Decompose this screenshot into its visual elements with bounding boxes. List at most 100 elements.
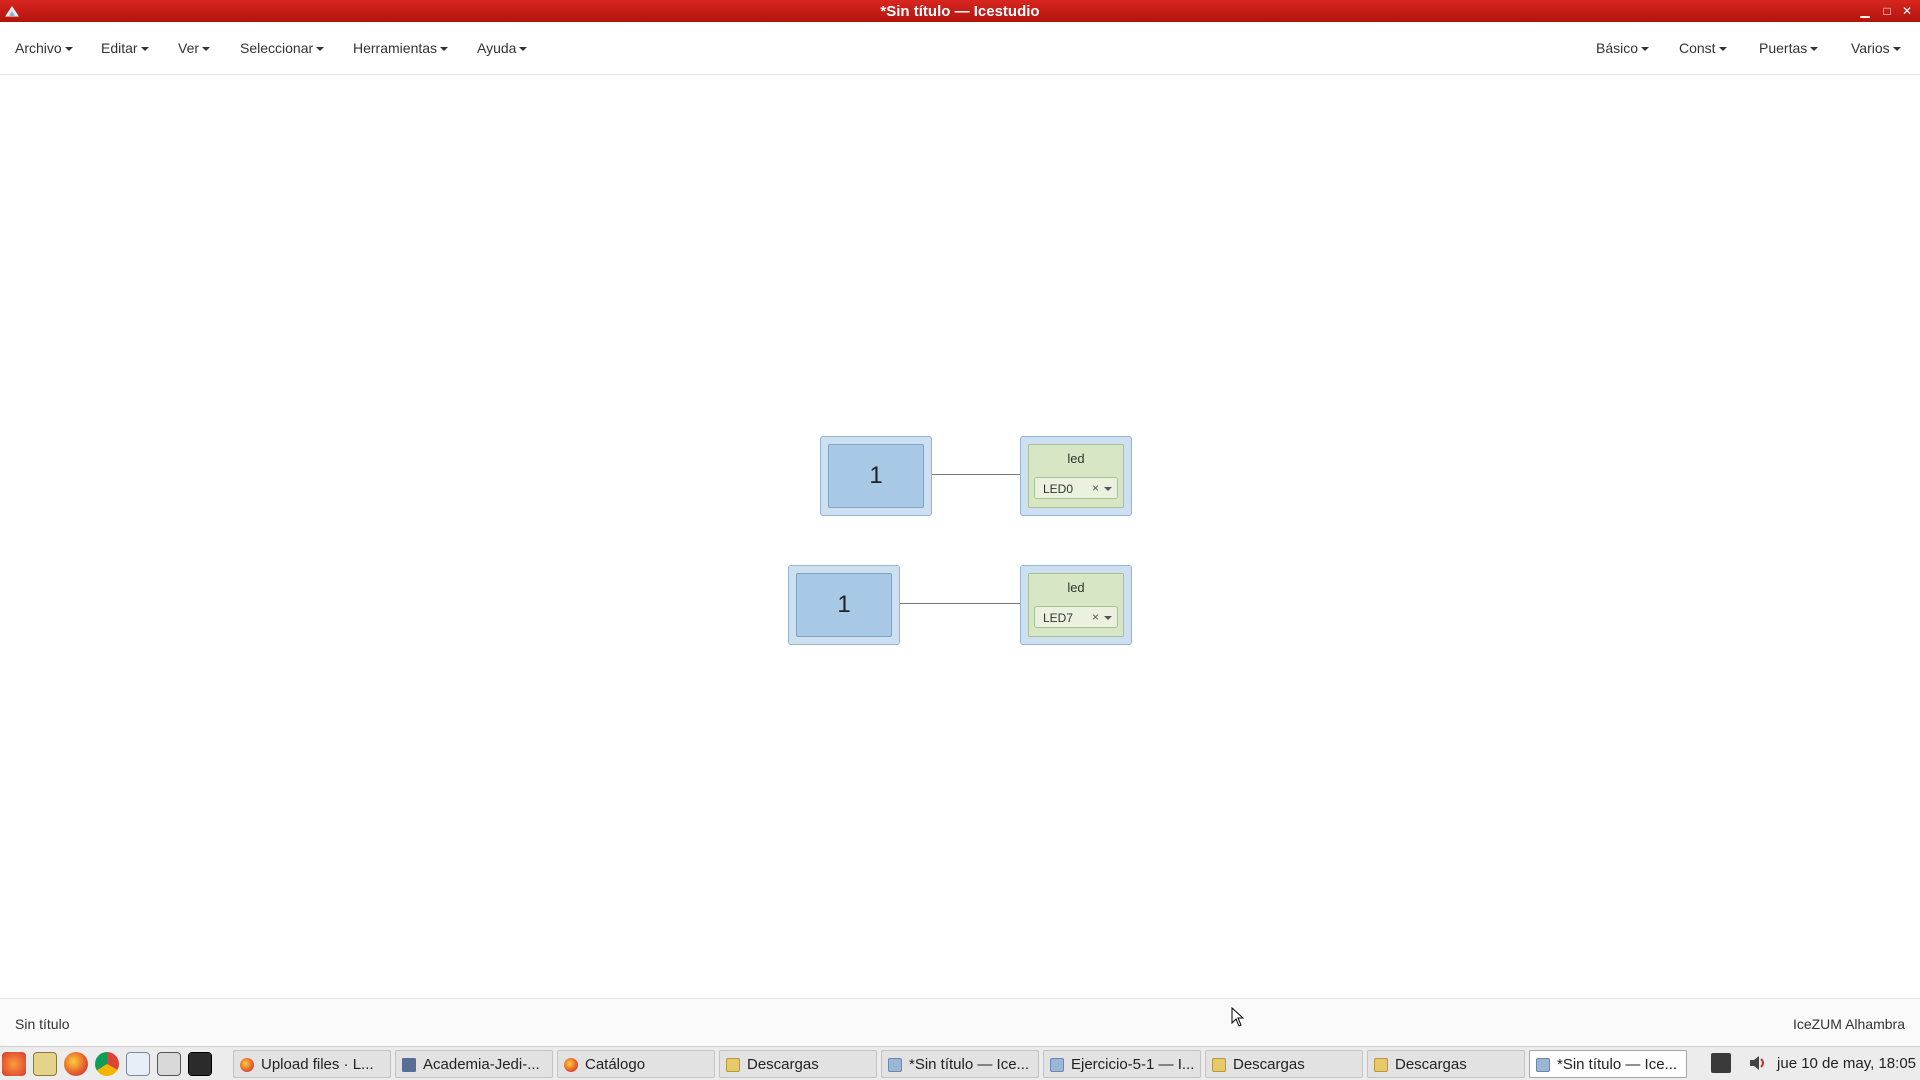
menu-label: Const — [1679, 40, 1716, 56]
constant-block[interactable]: 1 — [788, 565, 900, 645]
chrome-icon[interactable] — [95, 1052, 119, 1076]
taskbar-item-label: Academia-Jedi-... — [423, 1056, 540, 1073]
menu-puertas[interactable]: Puertas — [1759, 40, 1819, 56]
icestudio-icon — [1536, 1058, 1550, 1072]
taskbar-item[interactable]: Academia-Jedi-... — [395, 1050, 553, 1078]
led-block-body: led LED0 × — [1028, 444, 1124, 508]
menu-const[interactable]: Const — [1679, 40, 1727, 56]
menu-label: Varios — [1851, 40, 1890, 56]
icestudio-app-icon[interactable] — [4, 3, 20, 19]
constant-block[interactable]: 1 — [820, 436, 932, 516]
wire[interactable] — [924, 474, 1029, 475]
folder-icon — [1374, 1058, 1388, 1072]
taskbar-item[interactable]: Descargas — [1205, 1050, 1363, 1078]
status-filename: Sin título — [15, 1016, 70, 1032]
files-icon[interactable] — [126, 1052, 150, 1076]
icestudio-icon — [1050, 1058, 1064, 1072]
menu-ayuda[interactable]: Ayuda — [477, 40, 528, 56]
folder-icon — [726, 1058, 740, 1072]
wire[interactable] — [892, 603, 1029, 604]
taskbar-item-label: *Sin título — Ice... — [909, 1056, 1030, 1073]
firefox-icon[interactable] — [64, 1052, 88, 1076]
taskbar-item-label: *Sin título — Ice... — [1557, 1056, 1678, 1073]
clock[interactable]: jue 10 de may, 18:05 — [1777, 1055, 1916, 1072]
caret-down-icon — [1892, 47, 1901, 52]
document-icon — [402, 1058, 416, 1072]
status-bar: Sin título IceZUM Alhambra — [0, 998, 1920, 1046]
constant-value[interactable]: 1 — [828, 444, 924, 508]
constant-value[interactable]: 1 — [796, 573, 892, 637]
led-label: led — [1067, 451, 1085, 466]
menu-label: Ver — [178, 40, 200, 56]
taskbar-item-label: Catálogo — [585, 1056, 646, 1073]
taskbar-item[interactable]: Descargas — [1367, 1050, 1525, 1078]
menu-bar: Archivo Editar Ver Seleccionar Herramien… — [0, 22, 1920, 75]
volume-icon[interactable] — [1748, 1053, 1768, 1073]
minimize-button[interactable]: ▁ — [1860, 4, 1870, 18]
caret-down-icon — [1641, 47, 1650, 52]
taskbar-item-label: Descargas — [1233, 1056, 1305, 1073]
clear-icon[interactable]: × — [1091, 610, 1099, 624]
taskbar-item[interactable]: *Sin título — Ice... — [881, 1050, 1039, 1078]
caret-down-icon — [519, 47, 528, 52]
pin-select[interactable]: LED7 × — [1034, 606, 1118, 628]
clear-icon[interactable]: × — [1091, 481, 1099, 495]
taskbar-item[interactable]: Catálogo — [557, 1050, 715, 1078]
caret-down-icon — [440, 47, 449, 52]
title-bar: *Sin título — Icestudio ▁ □ ✕ — [0, 0, 1920, 22]
pin-value: LED0 — [1043, 482, 1074, 496]
menu-label: Ayuda — [477, 40, 517, 56]
taskbar-item-label: Ejercicio-5-1 — I... — [1071, 1056, 1195, 1073]
menu-editar[interactable]: Editar — [101, 40, 149, 56]
output-led-block[interactable]: led LED0 × — [1020, 436, 1132, 516]
led-label: led — [1067, 580, 1085, 595]
screenshot-icon[interactable] — [157, 1052, 181, 1076]
menu-seleccionar[interactable]: Seleccionar — [240, 40, 325, 56]
taskbar-item-active[interactable]: *Sin título — Ice... — [1529, 1050, 1687, 1078]
taskbar-item[interactable]: Ejercicio-5-1 — I... — [1043, 1050, 1201, 1078]
led-block-body: led LED7 × — [1028, 573, 1124, 637]
taskbar-item[interactable]: Descargas — [719, 1050, 877, 1078]
terminal-icon[interactable] — [188, 1052, 212, 1076]
tray-app-icon[interactable] — [1711, 1053, 1731, 1073]
caret-down-icon — [64, 47, 73, 52]
text-editor-icon[interactable] — [33, 1052, 57, 1076]
chevron-down-icon[interactable] — [1104, 487, 1112, 491]
icestudio-icon — [888, 1058, 902, 1072]
window-title: *Sin título — Icestudio — [880, 3, 1040, 20]
taskbar: Upload files · L... Academia-Jedi-... Ca… — [0, 1046, 1920, 1080]
pin-value: LED7 — [1043, 611, 1074, 625]
chevron-down-icon[interactable] — [1104, 616, 1112, 620]
firefox-icon — [240, 1058, 254, 1072]
mouse-cursor-icon — [1231, 1007, 1245, 1027]
menu-label: Herramientas — [353, 40, 438, 56]
caret-down-icon — [140, 47, 149, 52]
menu-archivo[interactable]: Archivo — [15, 40, 73, 56]
folder-icon — [1212, 1058, 1226, 1072]
pin-select[interactable]: LED0 × — [1034, 477, 1118, 499]
apps-icon[interactable] — [2, 1052, 26, 1076]
output-led-block[interactable]: led LED7 × — [1020, 565, 1132, 645]
menu-basico[interactable]: Básico — [1596, 40, 1650, 56]
menu-label: Puertas — [1759, 40, 1808, 56]
close-button[interactable]: ✕ — [1901, 4, 1913, 18]
taskbar-item-label: Upload files · L... — [261, 1056, 374, 1073]
maximize-button[interactable]: □ — [1883, 4, 1891, 18]
firefox-icon — [564, 1058, 578, 1072]
menu-label: Básico — [1596, 40, 1639, 56]
caret-down-icon — [316, 47, 325, 52]
status-board[interactable]: IceZUM Alhambra — [1792, 1016, 1905, 1032]
menu-label: Editar — [101, 40, 138, 56]
menu-herramientas[interactable]: Herramientas — [353, 40, 449, 56]
design-canvas[interactable]: 1 led LED0 × 1 led LED7 × — [0, 76, 1920, 998]
menu-varios[interactable]: Varios — [1851, 40, 1901, 56]
menu-ver[interactable]: Ver — [178, 40, 211, 56]
menu-label: Archivo — [15, 40, 62, 56]
taskbar-item[interactable]: Upload files · L... — [233, 1050, 391, 1078]
caret-down-icon — [202, 47, 211, 52]
caret-down-icon — [1718, 47, 1727, 52]
menu-label: Seleccionar — [240, 40, 314, 56]
taskbar-item-label: Descargas — [1395, 1056, 1467, 1073]
caret-down-icon — [1810, 47, 1819, 52]
taskbar-item-label: Descargas — [747, 1056, 819, 1073]
